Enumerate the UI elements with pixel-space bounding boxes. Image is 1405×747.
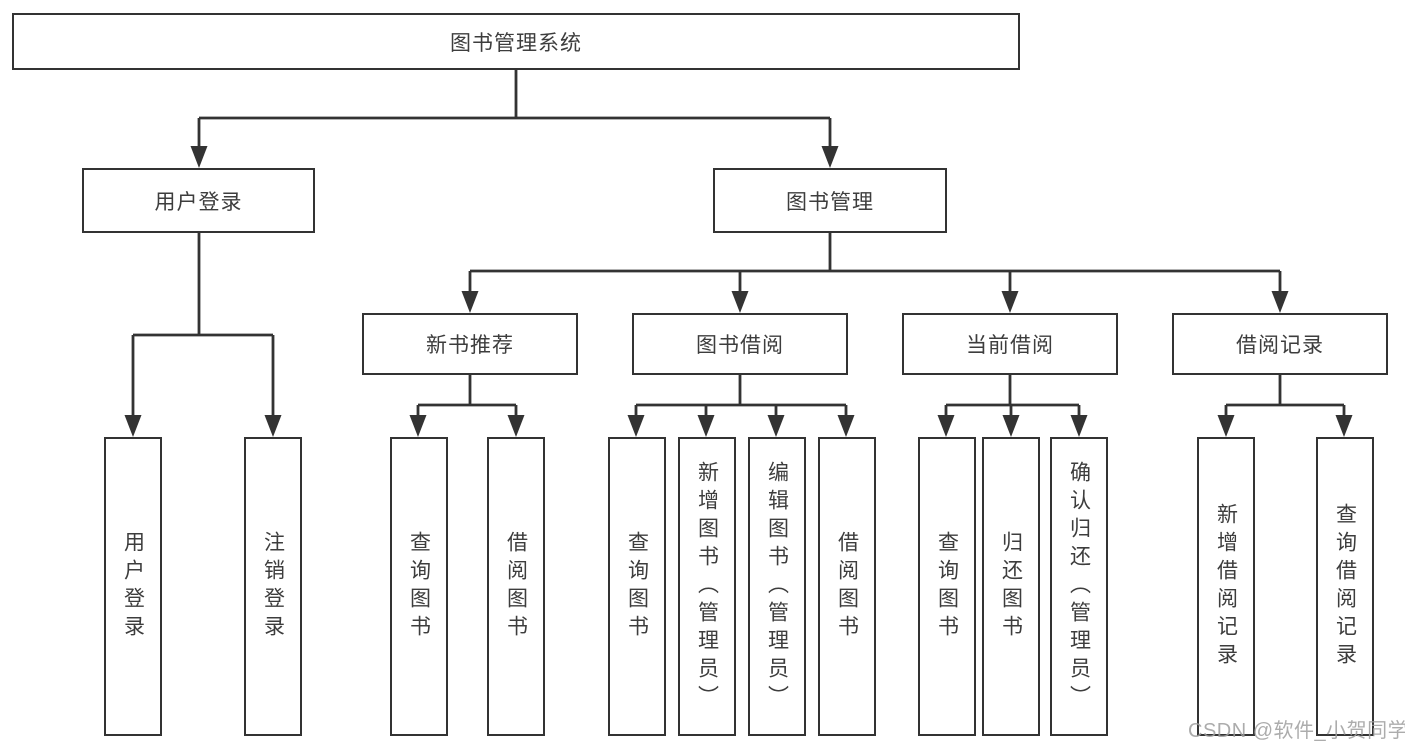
leaf-recommend-borrow-books: 借阅图书 <box>487 437 545 736</box>
arrowheads <box>124 146 1353 437</box>
node-book-management: 图书管理 <box>713 168 947 233</box>
leaf-user-login: 用户登录 <box>104 437 162 736</box>
node-system-root: 图书管理系统 <box>12 13 1020 70</box>
leaf-recommend-query-books: 查询图书 <box>390 437 448 736</box>
leaf-logout: 注销登录 <box>244 437 302 736</box>
node-new-book-recommend: 新书推荐 <box>362 313 578 375</box>
leaf-confirm-return-admin: 确认归还（管理员） <box>1050 437 1108 736</box>
node-current-borrowing: 当前借阅 <box>902 313 1118 375</box>
leaf-add-borrow-record: 新增借阅记录 <box>1197 437 1255 736</box>
leaf-add-books-admin: 新增图书（管理员） <box>678 437 736 736</box>
leaf-borrowing-borrow-books: 借阅图书 <box>818 437 876 736</box>
node-user-login: 用户登录 <box>82 168 315 233</box>
leaf-borrowing-query-books: 查询图书 <box>608 437 666 736</box>
leaf-query-borrow-record: 查询借阅记录 <box>1316 437 1374 736</box>
leaf-edit-books-admin: 编辑图书（管理员） <box>748 437 806 736</box>
leaf-current-query-books: 查询图书 <box>918 437 976 736</box>
node-book-borrowing: 图书借阅 <box>632 313 848 375</box>
node-borrowing-records: 借阅记录 <box>1172 313 1388 375</box>
leaf-return-books: 归还图书 <box>982 437 1040 736</box>
csdn-watermark: CSDN @软件_小贺同学 <box>1188 720 1405 742</box>
